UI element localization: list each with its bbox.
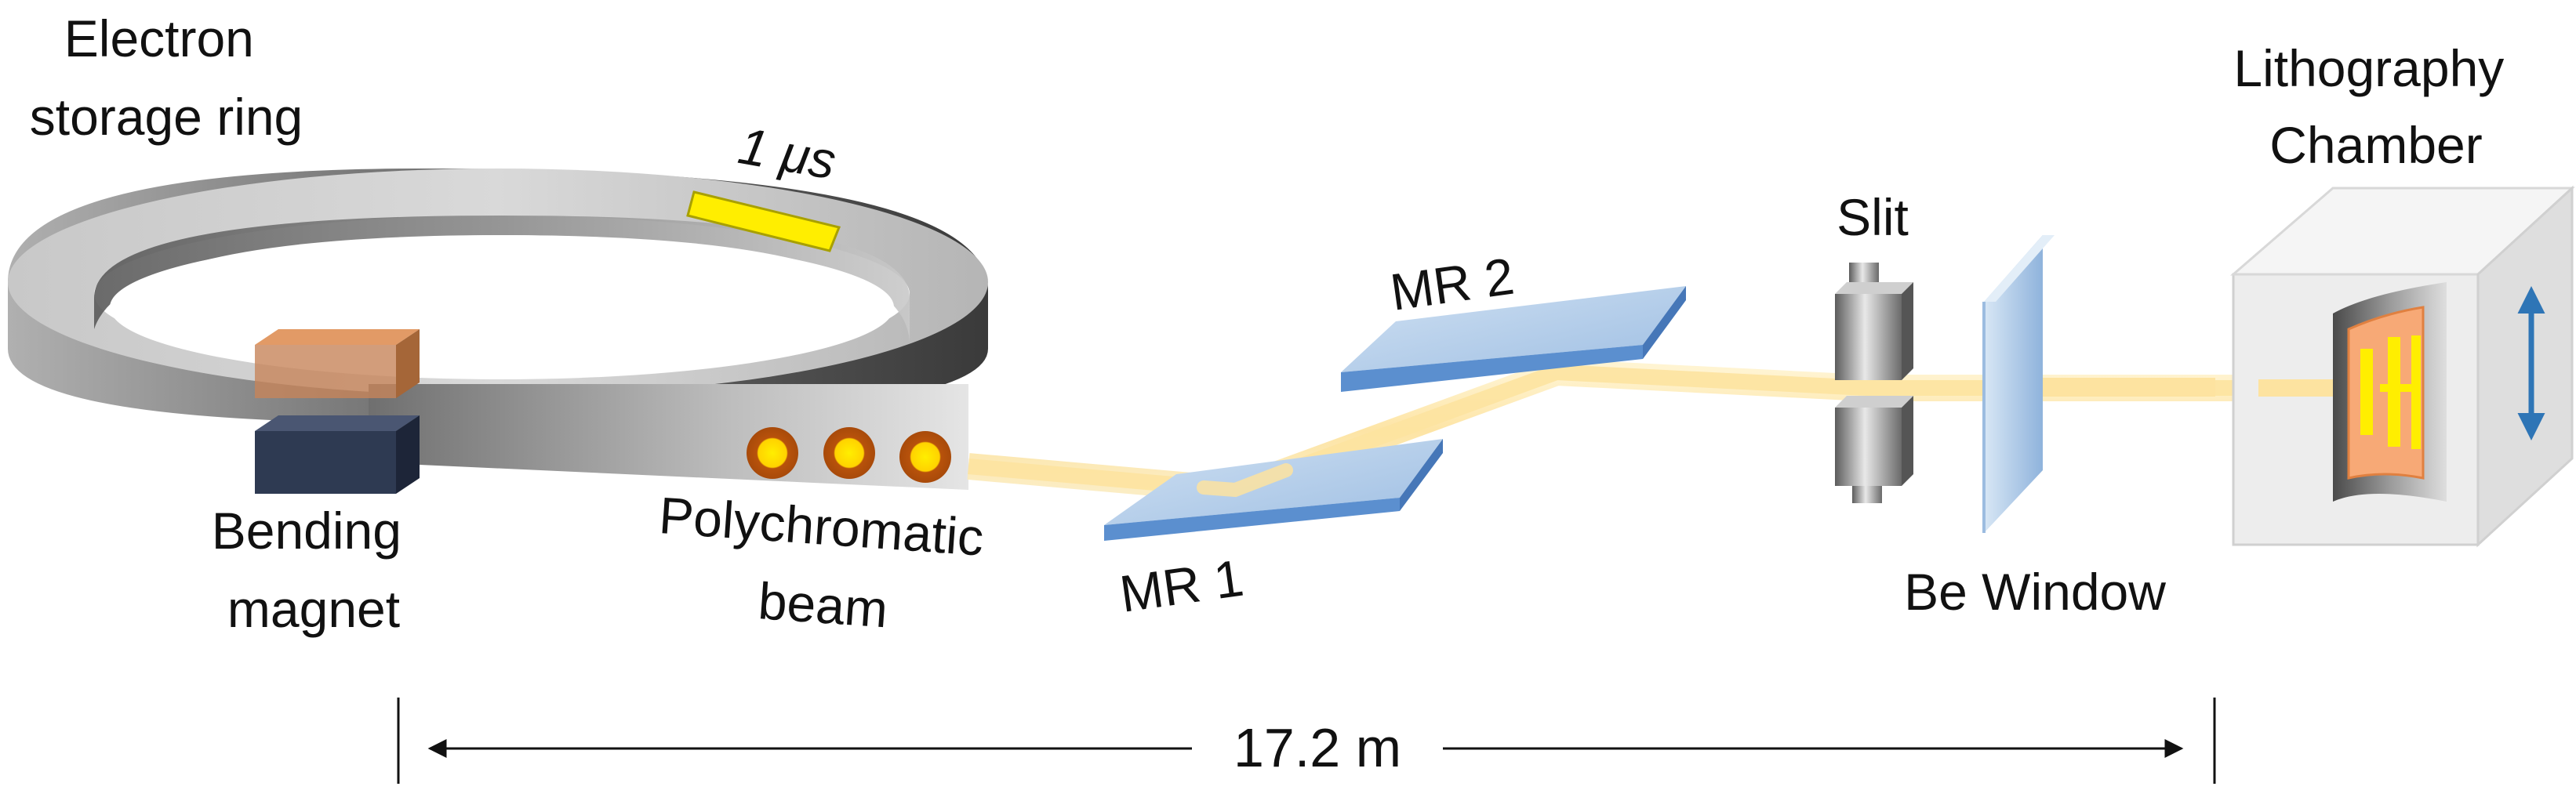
mirror-mr1 <box>1104 439 1443 541</box>
bending-magnet-label: Bending magnet <box>212 502 416 638</box>
slit-label: Slit <box>1837 188 1909 246</box>
beam-after-window <box>2043 378 2215 397</box>
beam-spot-icon <box>747 427 798 479</box>
ring-label: Electron storage ring <box>30 9 303 146</box>
beam-spot-icon <box>899 431 951 483</box>
mirror-mr2 <box>1341 286 1686 392</box>
electron-bunch <box>686 190 841 252</box>
be-window <box>1982 235 2055 533</box>
beam-spots <box>747 427 951 483</box>
pulse-label: 1 μs <box>734 116 840 190</box>
beam-label: Polychromatic beam <box>652 486 1000 646</box>
chamber-label: Lithography Chamber <box>2233 39 2518 174</box>
bending-magnet <box>255 329 420 494</box>
slit <box>1835 263 1913 503</box>
distance-dimension <box>397 698 2216 784</box>
distance-label: 17.2 m <box>1234 717 1401 778</box>
beam-overlay <box>1197 463 1293 498</box>
beam-pipe <box>369 384 968 490</box>
beam-spot-icon <box>823 427 875 479</box>
mr1-label: MR 1 <box>1117 549 1247 623</box>
be-window-label: Be Window <box>1904 563 2166 621</box>
lithography-chamber <box>2229 185 2575 548</box>
